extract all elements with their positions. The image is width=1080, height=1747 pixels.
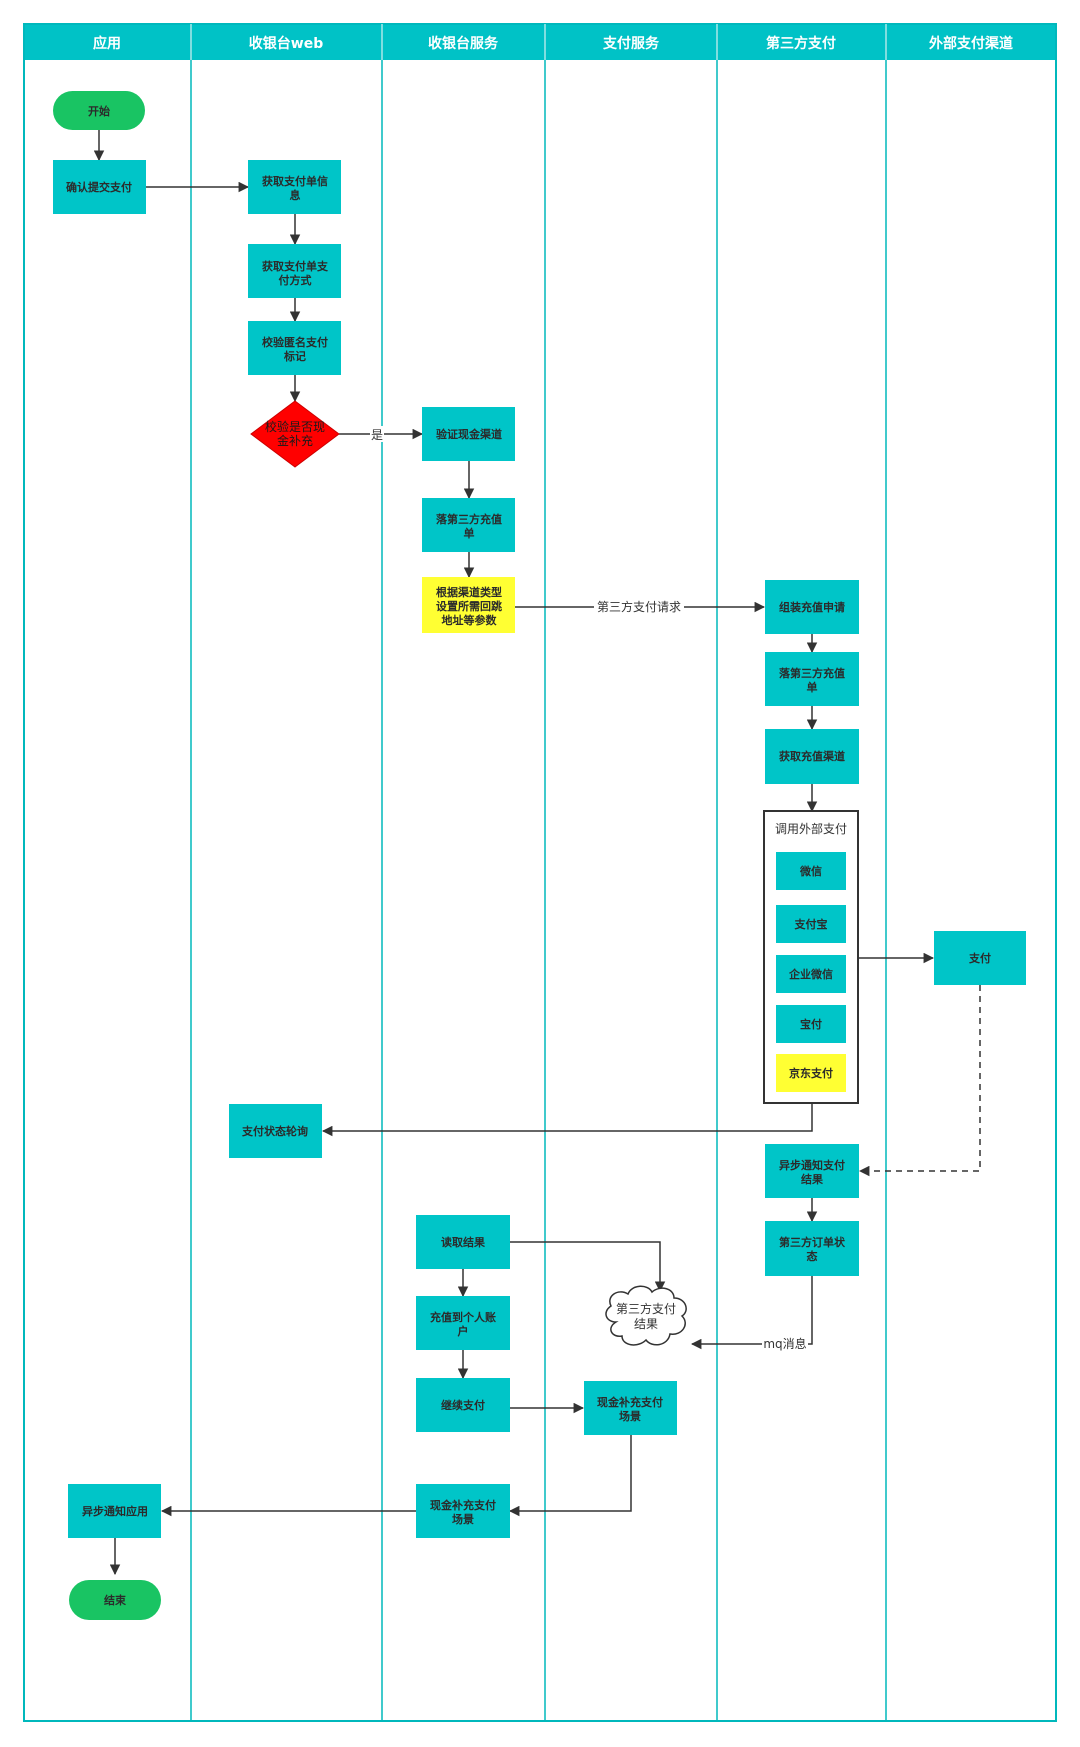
confirm-pay-label: 确认提交支付 xyxy=(66,180,132,194)
lane-title-external-channel: 外部支付渠道 xyxy=(929,35,1013,52)
third-pay-result-label: 第三方支付结果 xyxy=(616,1301,676,1331)
edge-label-third-pay-request: 第三方支付请求 xyxy=(597,599,681,614)
lane-title-cashier-web: 收银台web xyxy=(249,35,323,52)
cash-topup-scene-pay-label: 现金补充支付场景 xyxy=(597,1395,663,1423)
get-recharge-channel-label: 获取充值渠道 xyxy=(779,749,845,763)
assemble-recharge-label: 组装充值申请 xyxy=(779,600,845,614)
lane-title-third-party-pay: 第三方支付 xyxy=(766,35,836,52)
cash-topup-scene-cashier-process xyxy=(416,1484,510,1538)
recharge-personal-process xyxy=(416,1296,510,1350)
poll-status-label: 支付状态轮询 xyxy=(241,1124,308,1138)
baofu-label: 宝付 xyxy=(800,1017,822,1031)
lane-title-app: 应用 xyxy=(93,35,121,52)
get-pay-method-process xyxy=(248,244,341,298)
baofu-option xyxy=(776,1005,846,1043)
read-result-label: 读取结果 xyxy=(441,1235,485,1249)
third-pay-result-cloud xyxy=(605,1285,687,1346)
third-order-status-label: 第三方订单状态 xyxy=(779,1235,846,1263)
check-anon-flag-process xyxy=(248,321,341,375)
edge-label-yes: 是 xyxy=(371,428,383,442)
get-recharge-channel-process xyxy=(765,729,859,784)
assemble-recharge-process xyxy=(765,580,859,634)
swimlane-border xyxy=(23,23,1057,1722)
check-cash-topup-label: 校验是否现金补充 xyxy=(265,419,325,448)
edge-label-mq-message: mq消息 xyxy=(763,1336,806,1351)
read-result-process xyxy=(416,1215,510,1269)
get-pay-method-label: 获取支付单支付方式 xyxy=(262,259,329,287)
third-create-recharge-label: 落第三方充值单 xyxy=(779,666,845,694)
continue-pay-process xyxy=(416,1378,510,1432)
get-pay-info-label: 获取支付单信息 xyxy=(262,174,328,202)
cash-topup-scene-pay-process xyxy=(584,1381,677,1435)
cash-topup-scene-cashier-label: 现金补充支付场景 xyxy=(430,1498,496,1526)
check-cash-topup-decision xyxy=(250,400,340,468)
lane-title-payment-service: 支付服务 xyxy=(602,35,660,52)
continue-pay-label: 继续支付 xyxy=(441,1398,485,1412)
end-terminator xyxy=(69,1580,161,1620)
third-order-status-process xyxy=(765,1221,859,1276)
check-anon-flag-label: 校验匿名支付标记 xyxy=(262,335,328,363)
third-create-recharge-process xyxy=(765,652,859,706)
start-label: 开始 xyxy=(88,104,110,118)
start-terminator xyxy=(53,91,145,130)
recharge-personal-label: 充值到个人账户 xyxy=(430,1310,496,1338)
async-notify-app-label: 异步通知应用 xyxy=(82,1504,148,1518)
set-redirect-params-label: 根据渠道类型设置所需回跳地址等参数 xyxy=(436,585,502,627)
create-third-recharge-process xyxy=(422,498,515,552)
end-label: 结束 xyxy=(103,1593,127,1607)
get-pay-info-process xyxy=(248,160,341,214)
pay-process xyxy=(934,931,1026,985)
alipay-option xyxy=(776,905,846,943)
pay-label: 支付 xyxy=(968,951,991,965)
verify-cash-channel-label: 验证现金渠道 xyxy=(436,427,502,441)
jdpay-label: 京东支付 xyxy=(789,1066,833,1080)
confirm-pay-process xyxy=(53,160,146,214)
set-redirect-params-process xyxy=(422,577,515,633)
wecom-label: 企业微信 xyxy=(788,967,833,981)
lane-header-bar xyxy=(24,24,1056,60)
jdpay-option xyxy=(776,1054,846,1092)
alipay-label: 支付宝 xyxy=(794,917,828,931)
call-external-pay-title: 调用外部支付 xyxy=(775,821,847,836)
header-dividers xyxy=(190,24,887,60)
connectors xyxy=(93,130,981,1576)
lane-title-cashier-service: 收银台服务 xyxy=(428,35,499,52)
create-third-recharge-label: 落第三方充值单 xyxy=(436,512,502,540)
async-notify-result-label: 异步通知支付结果 xyxy=(779,1158,845,1186)
verify-cash-channel-process xyxy=(422,407,515,461)
async-notify-result-process xyxy=(765,1144,859,1198)
async-notify-app-process xyxy=(68,1484,161,1538)
wechat-option xyxy=(776,852,846,890)
wechat-label: 微信 xyxy=(799,864,822,878)
poll-status-process xyxy=(229,1104,322,1158)
wecom-option xyxy=(776,955,846,993)
lane-dividers xyxy=(190,24,887,1721)
